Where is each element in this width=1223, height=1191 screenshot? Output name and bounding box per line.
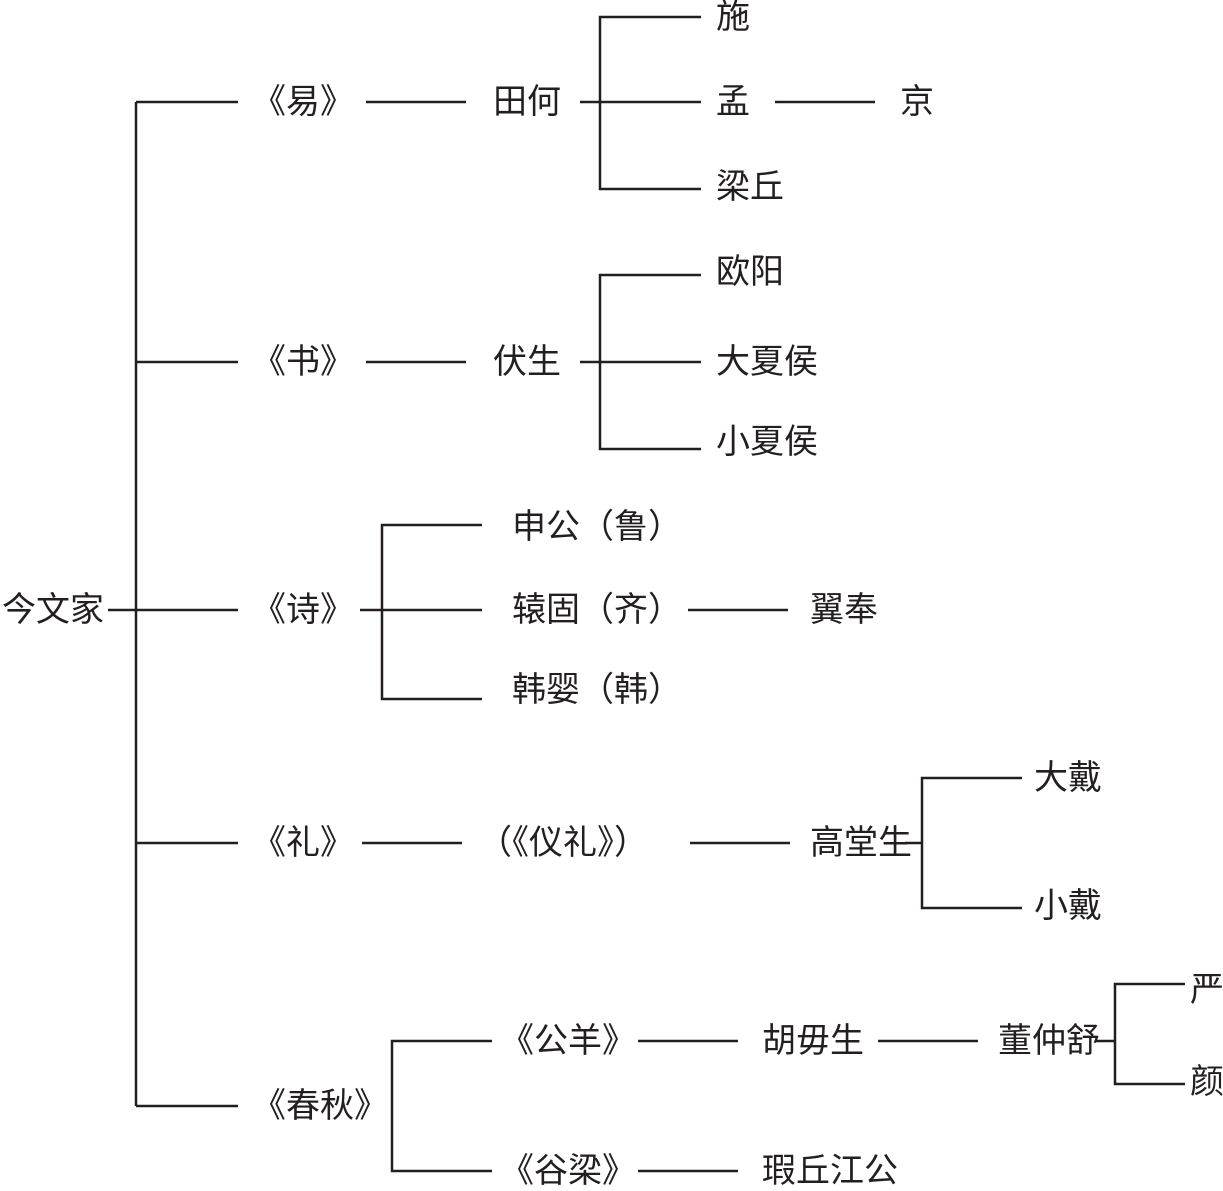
meng-node: 孟: [716, 82, 750, 122]
xiaoxiahou-node: 小夏侯: [716, 422, 818, 462]
yuangu-node: 辕固（齐）: [512, 590, 682, 630]
guliang-node: 《谷梁》: [500, 1151, 636, 1191]
liangqiu-node: 梁丘: [716, 167, 784, 207]
daxiahou-node: 大夏侯: [716, 342, 818, 382]
ouyang-node: 欧阳: [716, 252, 784, 292]
root-node: 今文家: [2, 590, 104, 630]
gongyang-node: 《公羊》: [500, 1021, 636, 1061]
classic-shu-node: 《书》: [252, 342, 354, 382]
classic-yi-node: 《易》: [252, 82, 354, 122]
connector-gaotangsheng-bracket: [920, 776, 1022, 910]
yifeng-node: 翼奉: [810, 590, 878, 630]
hanying-node: 韩婴（韩）: [512, 670, 682, 710]
yili-node: （《仪礼》）: [478, 823, 648, 863]
connector-dongzhongshu-bracket: [1113, 982, 1185, 1086]
dongzhongshu-node: 董仲舒: [998, 1021, 1100, 1061]
connector-shi-bracket: [380, 523, 482, 701]
humusheng-node: 胡毋生: [762, 1021, 864, 1061]
classic-chunqiu-node: 《春秋》: [252, 1086, 388, 1126]
jing-node: 京: [900, 82, 934, 122]
dadai-node: 大戴: [1034, 758, 1102, 798]
shengong-node: 申公（鲁）: [512, 507, 682, 547]
classic-shi-node: 《诗》: [252, 590, 354, 630]
classic-li-node: 《礼》: [252, 823, 354, 863]
connector-chunqiu-bracket: [390, 1039, 492, 1173]
fusheng-node: 伏生: [493, 342, 561, 382]
tianhe-node: 田何: [493, 82, 561, 122]
xiaqiujianggong-node: 瑕丘江公: [762, 1151, 898, 1191]
gaotangsheng-node: 高堂生: [810, 823, 912, 863]
yan-strict-node: 严: [1190, 970, 1223, 1010]
xiaodai-node: 小戴: [1034, 886, 1102, 926]
shi-student-node: 施: [716, 0, 750, 37]
yan-face-node: 颜: [1190, 1062, 1223, 1102]
